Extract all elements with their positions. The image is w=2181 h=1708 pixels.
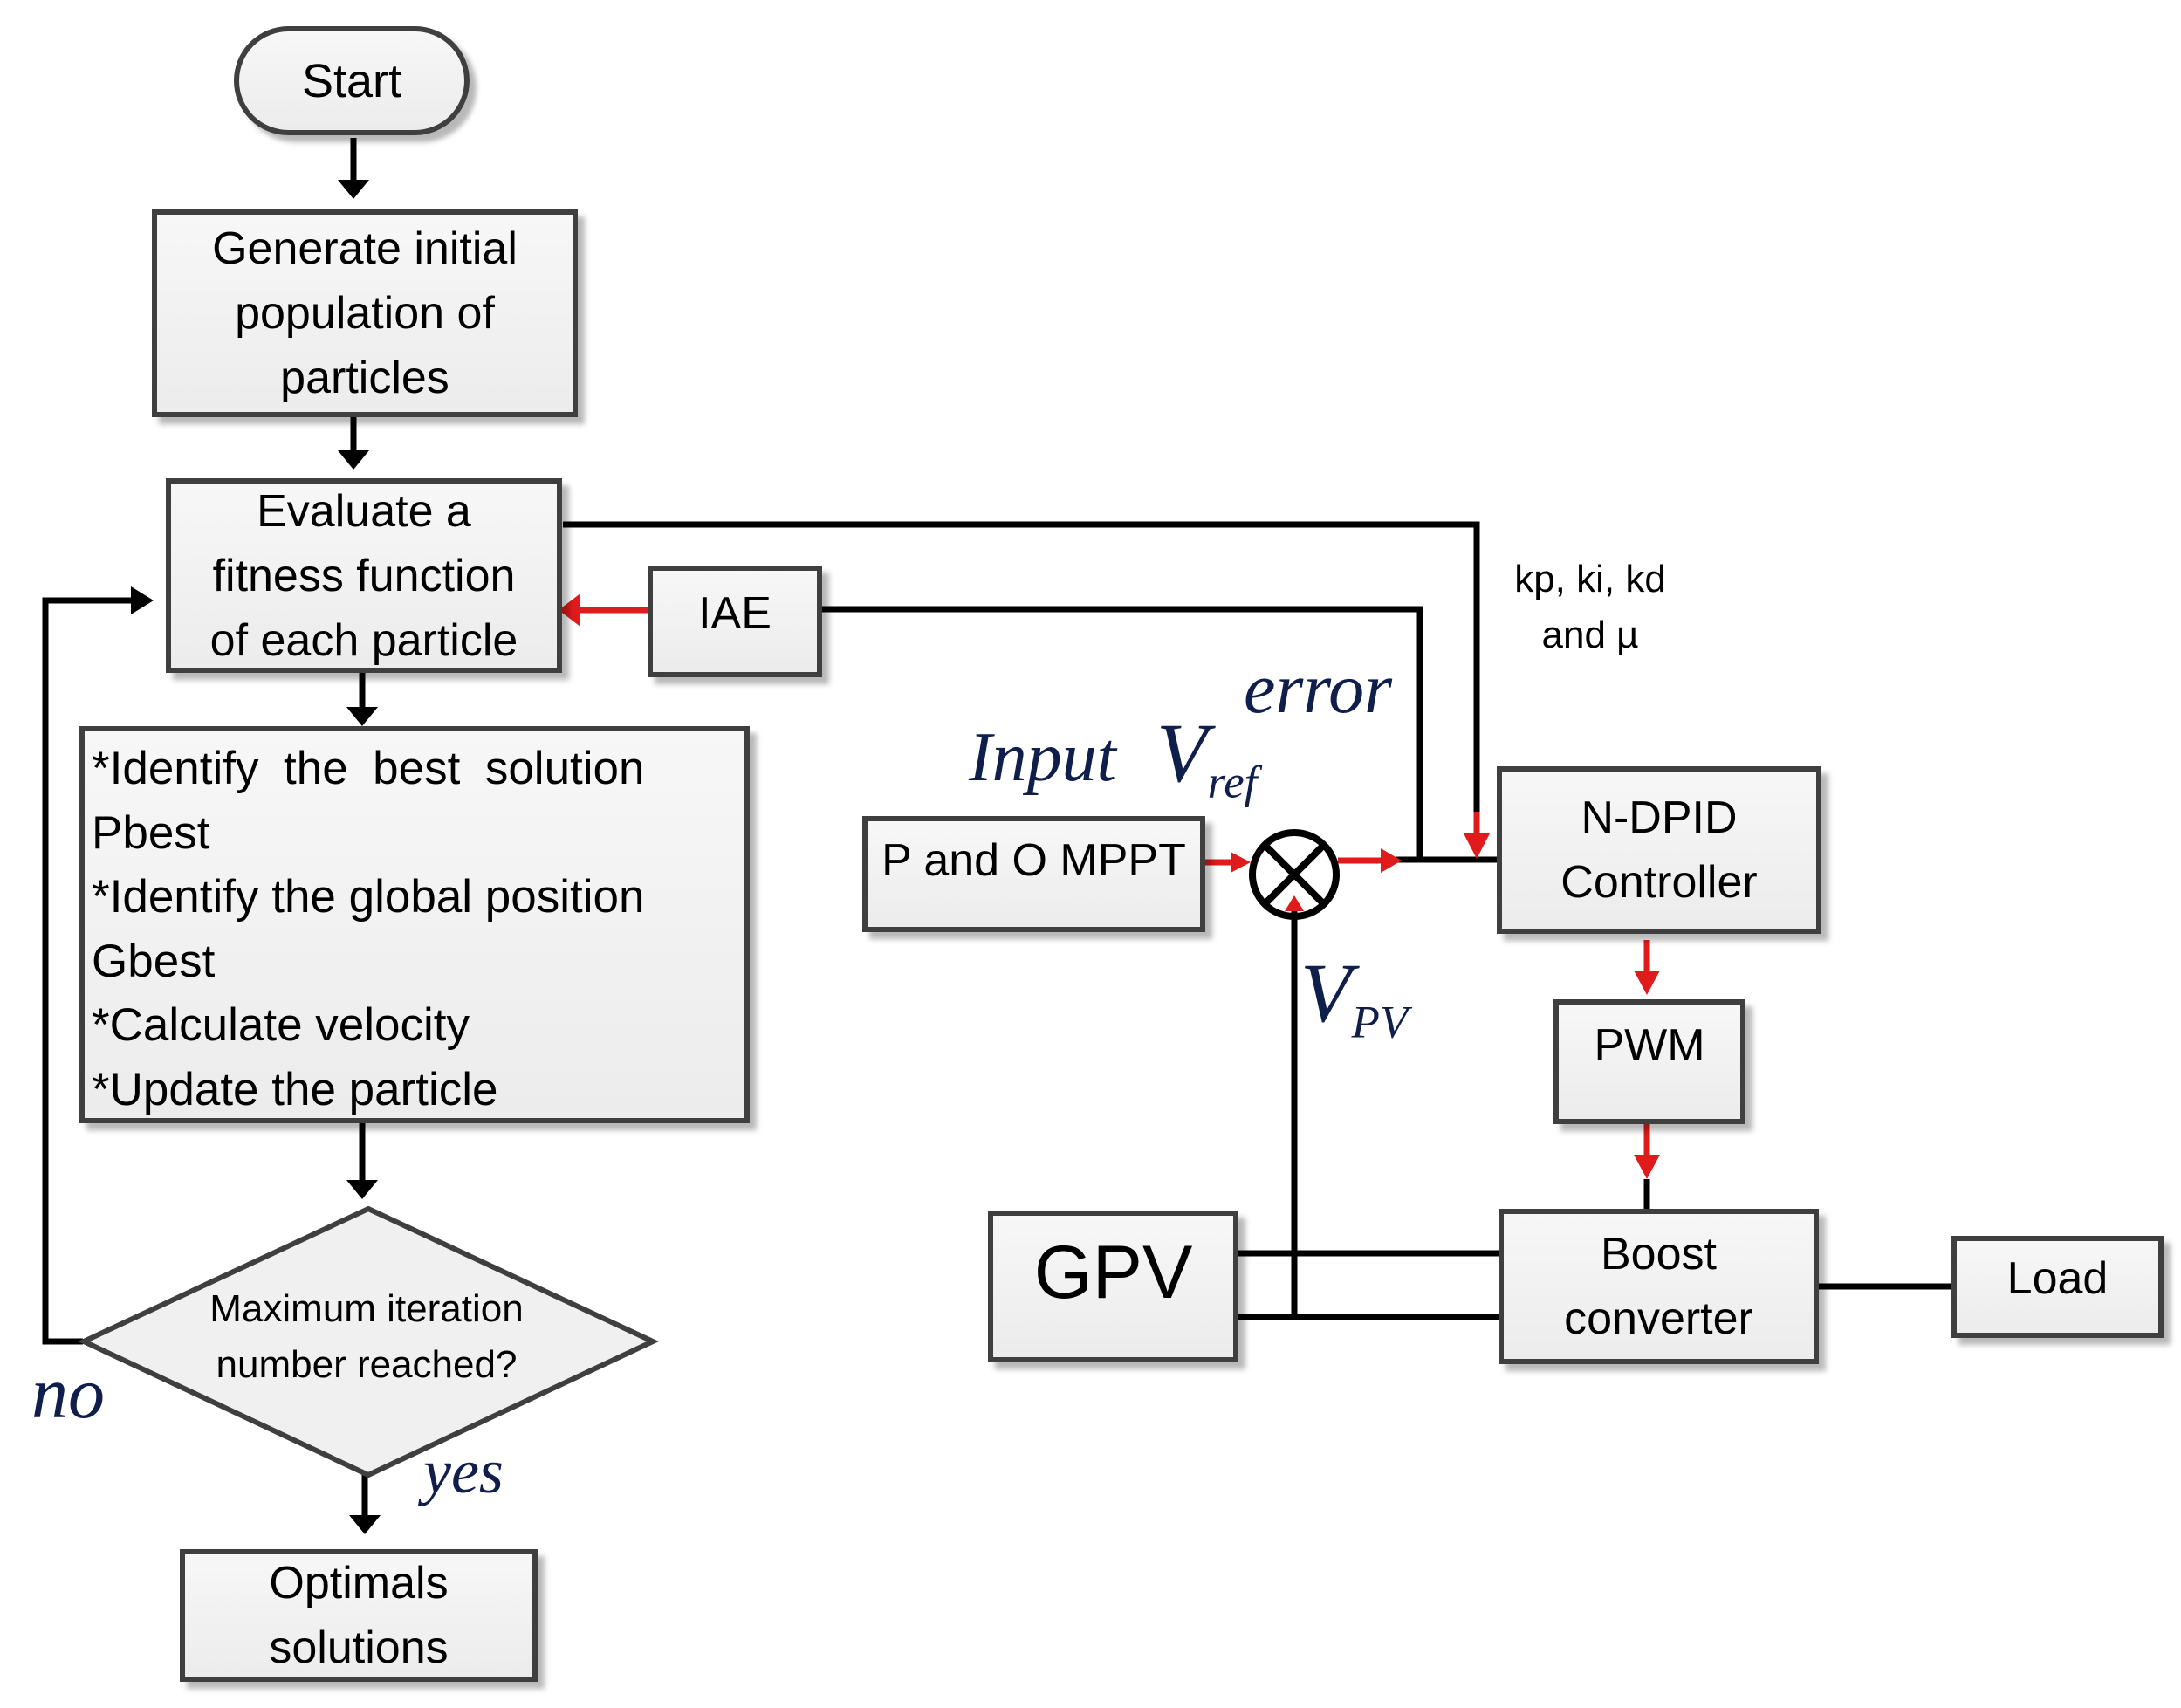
vref-symbol: V [1156,706,1208,799]
generate-population-box: Generate initial population of particles [152,209,578,417]
identify-update-line: *Calculate velocity [92,999,470,1051]
identify-update-list: *Identify the best solution Pbest *Ident… [92,737,645,1122]
identify-update-box: *Identify the best solution Pbest *Ident… [79,726,750,1123]
input-label: Input [969,719,1116,796]
decision-label-wrap: Maximum iteration number reached? [131,1281,602,1393]
decision-label: Maximum iteration number reached? [209,1287,524,1386]
pwm-box: PWM [1553,999,1745,1124]
vpv-subscript: PV [1351,997,1409,1048]
gains-label: kp, ki, kd and µ [1494,552,1686,663]
iae-box: IAE [648,566,822,677]
iae-label: IAE [698,588,772,639]
generate-population-label: Generate initial population of particles [212,223,518,403]
evaluate-fitness-box: Evaluate a fitness function of each part… [166,478,562,673]
mppt-box: P and O MPPT [862,816,1205,932]
error-label: error [1244,648,1393,728]
boost-converter-label: Boost converter [1564,1229,1753,1344]
load-label: Load [2006,1253,2109,1304]
identify-update-line: *Update the particle [92,1063,498,1115]
gpv-label: GPV [1033,1231,1193,1314]
evaluate-fitness-label: Evaluate a fitness function of each part… [209,485,518,666]
mppt-label: P and O MPPT [881,835,1186,886]
gains-line [563,521,1480,838]
optimal-solutions-box: Optimals solutions [180,1549,538,1682]
ndpid-controller-label: N-DPID Controller [1560,792,1758,908]
vref-subscript: ref [1207,757,1258,808]
identify-update-line: Pbest [92,806,210,859]
vpv-symbol: V [1300,946,1352,1039]
pwm-label: PWM [1594,1020,1705,1071]
identify-update-line: *Identify the global position [92,871,645,923]
optimal-solutions-label: Optimals solutions [269,1558,449,1673]
start-label: Start [301,54,402,107]
ndpid-controller-box: N-DPID Controller [1497,766,1821,934]
load-box: Load [1951,1236,2164,1338]
yes-label: yes [423,1437,504,1506]
no-label: no [31,1353,105,1434]
no-loop-line [42,597,147,1345]
summing-junction [1249,829,1340,920]
vpv-label: VPV [1300,951,1408,1064]
start-terminal: Start [234,26,470,135]
iae-feedback-line [820,606,1423,860]
identify-update-line: *Identify the best solution [92,743,645,794]
boost-converter-box: Boost converter [1499,1209,1819,1364]
identify-update-line: Gbest [92,935,216,987]
gains-line-2: and µ [1541,614,1639,656]
gains-line-1: kp, ki, kd [1514,558,1666,600]
vref-label: Vref [1156,711,1257,824]
gpv-box: GPV [988,1211,1238,1362]
